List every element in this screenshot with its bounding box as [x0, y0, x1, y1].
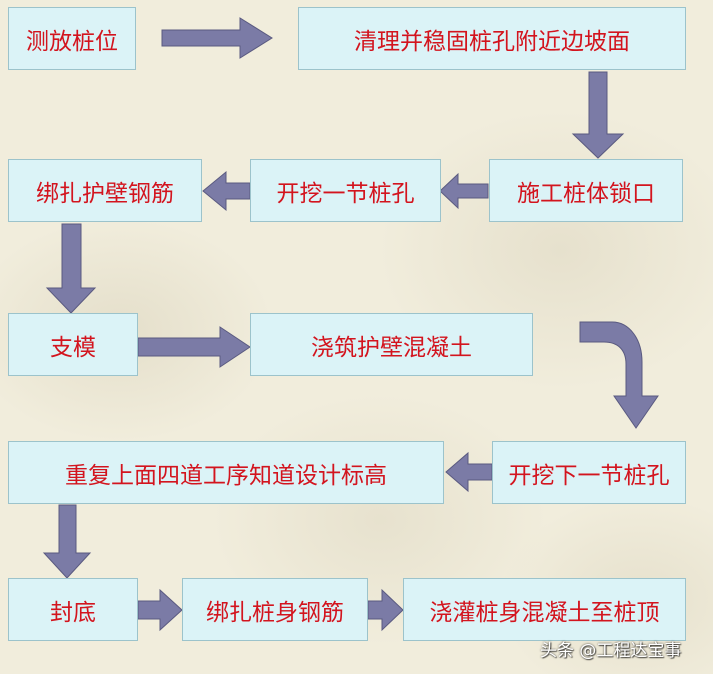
arrow-down-1	[571, 71, 625, 159]
arrow-left-3	[445, 451, 493, 493]
step-excavate-section: 开挖一节桩孔	[250, 159, 441, 222]
step-pour-pile-concrete: 浇灌桩身混凝土至桩顶	[403, 578, 686, 641]
arrow-right-2	[137, 326, 251, 368]
arrow-down-3	[42, 504, 92, 579]
arrow-right-4	[367, 588, 404, 632]
arrow-right-1	[161, 17, 273, 59]
arrow-right-3	[137, 588, 183, 632]
step-formwork: 支模	[8, 313, 138, 376]
arrow-curve	[579, 321, 659, 429]
step-seal-bottom: 封底	[8, 578, 138, 641]
step-clean-slope: 清理并稳固桩孔附近边坡面	[298, 7, 686, 70]
watermark: 头条 @工程达宝事	[540, 641, 682, 661]
arrow-left-2	[202, 170, 251, 212]
step-repeat-steps: 重复上面四道工序知道设计标高	[8, 441, 444, 504]
step-lock-opening: 施工桩体锁口	[489, 159, 683, 222]
step-tie-pile-rebar: 绑扎桩身钢筋	[182, 578, 368, 641]
arrow-left-1	[439, 172, 489, 210]
arrow-down-2	[45, 223, 97, 314]
step-stake-out: 测放桩位	[8, 7, 136, 70]
step-excavate-next: 开挖下一节桩孔	[492, 441, 686, 504]
step-tie-wall-rebar: 绑扎护壁钢筋	[8, 159, 202, 222]
step-pour-wall-concrete: 浇筑护壁混凝土	[250, 313, 533, 376]
